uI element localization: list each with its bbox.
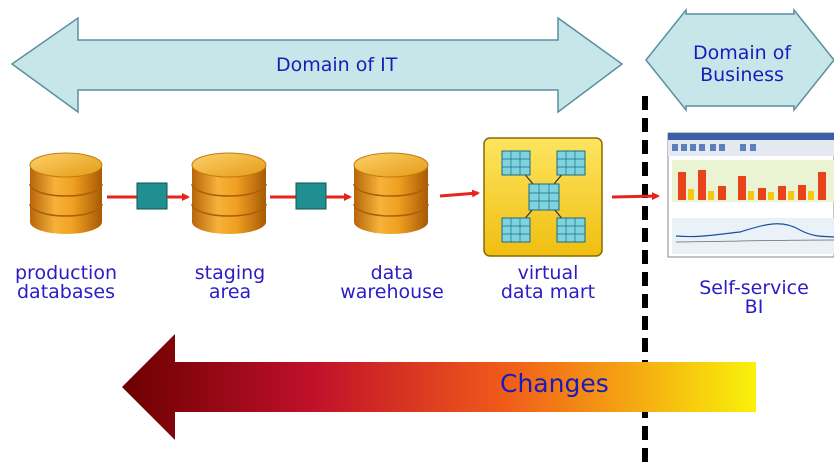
- arrow-mart-bi: [611, 192, 660, 201]
- connector-prod-staging: [107, 182, 190, 210]
- changes-label: Changes: [500, 369, 609, 398]
- domain-business-label: Domain of Business: [692, 42, 792, 86]
- domain-business-band: [645, 7, 834, 113]
- data-warehouse-cylinder: [353, 152, 429, 234]
- domain-it-label: Domain of IT: [276, 54, 398, 76]
- staging-area-cylinder: [191, 152, 267, 234]
- production-databases-cylinder: [29, 152, 103, 234]
- self-service-bi-screenshot: [667, 132, 834, 258]
- domain-it-band: [10, 16, 624, 114]
- virtual-data-mart-box: [483, 137, 603, 257]
- changes-arrow: [122, 334, 756, 440]
- connector-staging-warehouse: [270, 182, 352, 210]
- arrow-warehouse-mart: [439, 189, 480, 198]
